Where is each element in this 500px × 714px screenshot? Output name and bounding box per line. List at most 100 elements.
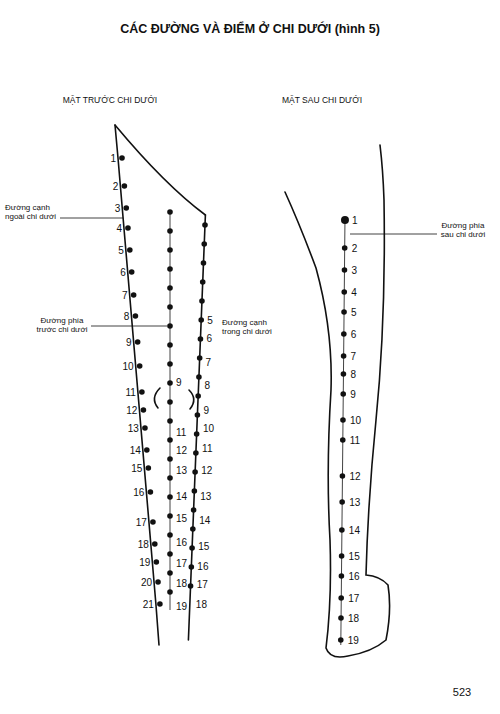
callout-number: 12 xyxy=(176,445,187,456)
acupoint-dot xyxy=(154,559,160,565)
callout-number: 7 xyxy=(206,357,212,368)
callout-number: 4 xyxy=(351,287,357,298)
callout-number: 14 xyxy=(349,525,360,536)
callout-number: 15 xyxy=(131,463,142,474)
callout-number: 17 xyxy=(136,517,147,528)
callout-number: 19 xyxy=(176,601,187,612)
callout-number: 7 xyxy=(351,351,357,362)
acupoint-dot xyxy=(135,339,141,345)
callout-number: 10 xyxy=(123,361,134,372)
acupoint-dot xyxy=(199,298,205,304)
callout-number: 6 xyxy=(351,329,357,340)
diagram-title: CÁC ĐƯỜNG VÀ ĐIỂM Ở CHI DƯỚI (hình 5) xyxy=(120,23,380,37)
leader-lines xyxy=(60,210,437,645)
acupoint-dot xyxy=(167,418,173,424)
callout-number: 3 xyxy=(351,265,357,276)
acupoint-dot xyxy=(167,209,173,215)
acupoint-dot xyxy=(340,391,346,397)
leg-outlines xyxy=(115,125,390,657)
leader-line xyxy=(91,326,167,327)
callout-number: 16 xyxy=(133,487,144,498)
acupoint-dot xyxy=(167,456,173,462)
acupoint-dot xyxy=(148,489,154,495)
callout-number: 10 xyxy=(203,423,214,434)
acupoint-dot xyxy=(150,519,156,525)
callout-number: 3 xyxy=(115,203,121,214)
acupoint-dot xyxy=(193,450,199,456)
callout-number: 12 xyxy=(349,471,360,482)
acupoint-dot xyxy=(192,488,198,494)
acupoint-dot xyxy=(129,269,135,275)
callout-number: 15 xyxy=(176,513,187,524)
acupoint-dot xyxy=(141,407,147,413)
callout-number: 12 xyxy=(201,465,212,476)
acupoint-dot xyxy=(167,228,173,234)
callout-number: 13 xyxy=(176,465,187,476)
callout-number: 15 xyxy=(198,541,209,552)
acupoint-dot xyxy=(191,507,197,513)
acupoint-dot xyxy=(192,469,198,475)
acupoint-dot xyxy=(340,473,346,479)
acupoint-dot xyxy=(341,353,347,359)
acupoint-dot xyxy=(196,374,202,380)
acupoint-dot xyxy=(341,371,347,377)
acupoint-dot xyxy=(339,553,345,559)
acupoint-dot xyxy=(195,393,201,399)
acupoint-dot xyxy=(167,589,173,595)
acupoint-dot xyxy=(339,573,345,579)
acupoint-dot xyxy=(340,417,346,423)
callout-number: 9 xyxy=(176,377,182,388)
callout-number: 13 xyxy=(200,491,211,502)
front-leg-hip-curve xyxy=(115,125,205,215)
acupoint-dot xyxy=(167,494,173,500)
callout-number: 19 xyxy=(139,557,150,568)
callout-number: 16 xyxy=(348,571,359,582)
callout-number: 11 xyxy=(125,387,135,398)
acupoint-dot xyxy=(119,155,125,161)
callout-number: 15 xyxy=(349,551,360,562)
acupoint-dot xyxy=(342,267,348,273)
acupoint-dot xyxy=(341,309,347,315)
acupoint-dot xyxy=(167,399,173,405)
callout-number: 10 xyxy=(350,415,361,426)
acupoint-dot xyxy=(139,389,145,395)
callout-number: 11 xyxy=(176,427,186,438)
meridian-line xyxy=(341,217,345,645)
callout-number: 2 xyxy=(352,243,358,254)
callout-number: 5 xyxy=(207,315,213,326)
leader-line xyxy=(60,218,123,219)
acupoint-dot xyxy=(201,241,207,247)
acupoint-dot xyxy=(194,431,200,437)
leader-line xyxy=(350,234,437,235)
callout-number: 20 xyxy=(141,577,152,588)
callout-number: 13 xyxy=(349,497,360,508)
front-leg-outer-contour xyxy=(115,125,159,645)
callout-number: 8 xyxy=(350,369,356,380)
callout-number: 14 xyxy=(130,445,141,456)
callout-number: 13 xyxy=(128,423,139,434)
acupoint-dot xyxy=(188,583,194,589)
acupoint-dot xyxy=(155,579,161,585)
callout-number: 11 xyxy=(202,443,212,454)
acupoint-dot xyxy=(198,317,204,323)
acupoint-dot xyxy=(122,183,128,189)
back-leg-outline xyxy=(285,145,390,657)
callout-number: 9 xyxy=(350,389,356,400)
callout-number: 12 xyxy=(126,405,137,416)
callout-number: 7 xyxy=(122,290,128,301)
callout-number: 2 xyxy=(113,181,119,192)
acupoint-dot xyxy=(167,380,173,386)
callout-number: 5 xyxy=(118,245,124,256)
acupoint-dot xyxy=(167,323,173,329)
acupoint-dot xyxy=(189,545,195,551)
acupoint-dot xyxy=(167,570,173,576)
callout-number: 18 xyxy=(138,539,149,550)
line-callout: Đường cạnh ngoài chi dưới xyxy=(5,204,61,222)
callout-number: 17 xyxy=(197,579,208,590)
acupoint-dot xyxy=(167,475,173,481)
callout-number: 8 xyxy=(124,311,130,322)
acupoint-dot xyxy=(340,437,346,443)
acupoint-dot xyxy=(200,279,206,285)
acupoint-dot xyxy=(167,513,173,519)
